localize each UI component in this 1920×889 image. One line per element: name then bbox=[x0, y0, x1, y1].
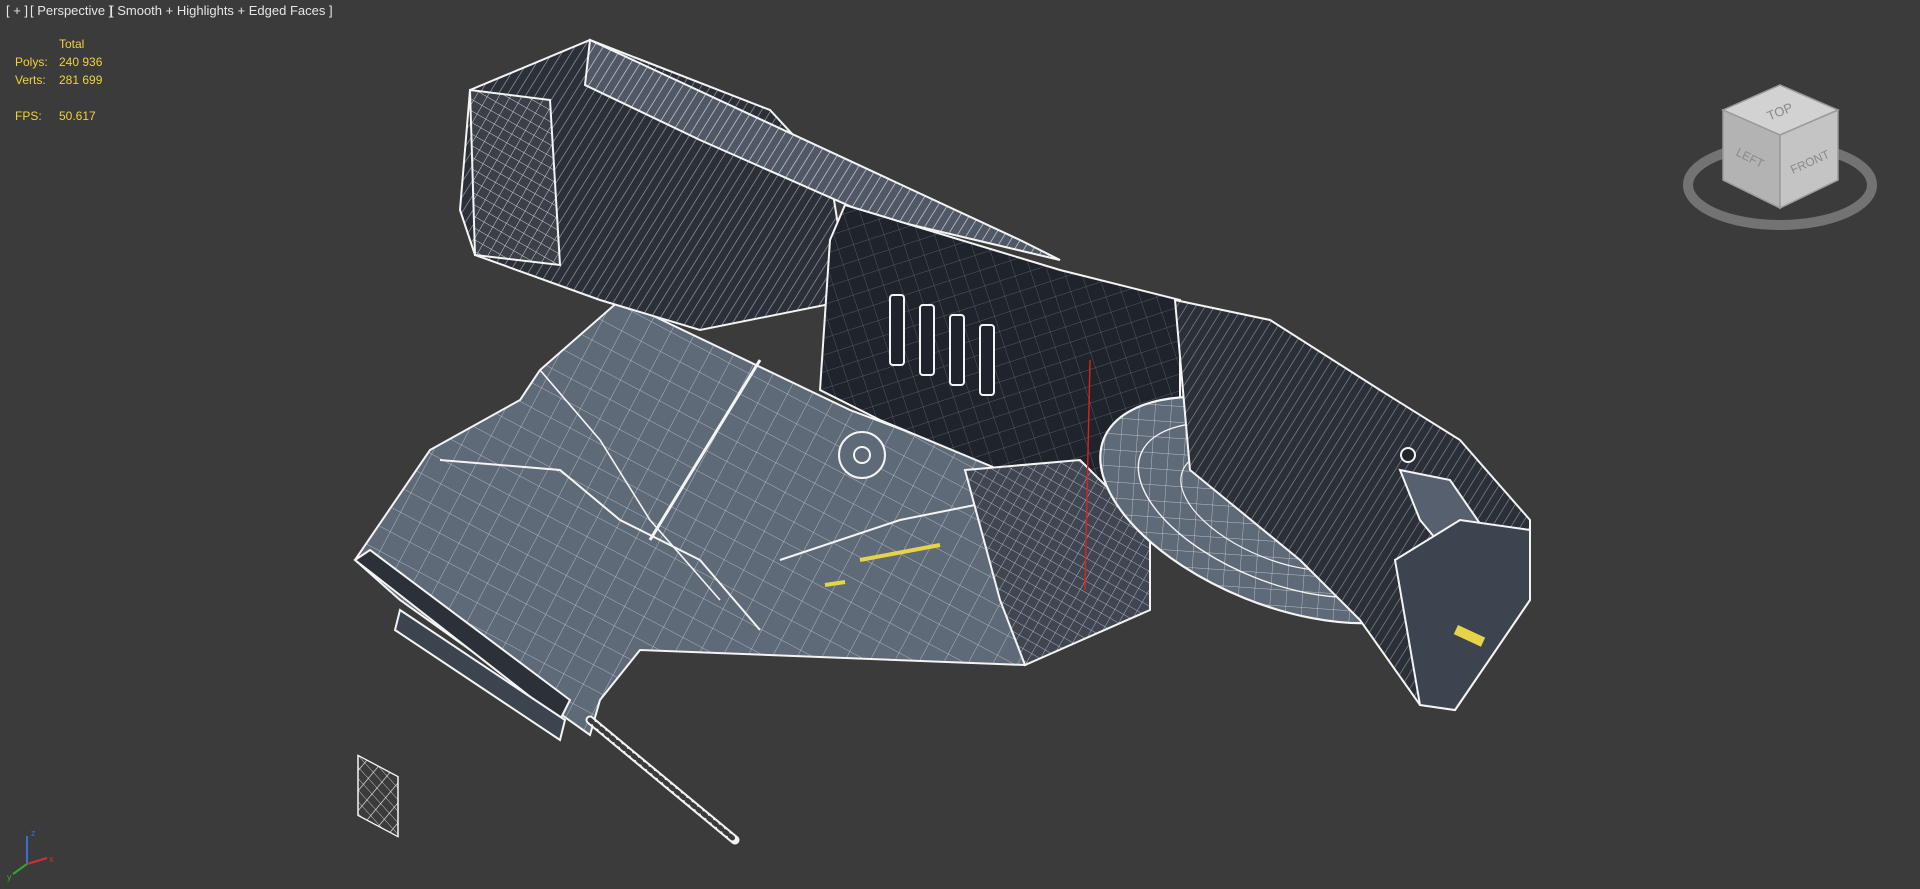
stats-fps-label: FPS: bbox=[15, 109, 42, 123]
cockpit-nose bbox=[1173, 298, 1531, 712]
axis-tripod: z y x bbox=[7, 828, 54, 882]
wing-section bbox=[353, 298, 1027, 737]
wing-front-edge bbox=[353, 548, 572, 838]
viewport-menu-shading[interactable]: [ Smooth + Highlights + Edged Faces ] bbox=[110, 3, 333, 18]
x-axis-label: x bbox=[49, 854, 54, 864]
gun-barrel bbox=[585, 715, 740, 845]
stats-polys-value: 240 936 bbox=[59, 55, 103, 69]
stats-polys-label: Polys: bbox=[15, 55, 48, 69]
stats-total-header: Total bbox=[59, 37, 85, 51]
upper-hull-section bbox=[458, 38, 1061, 332]
pivot-line bbox=[1084, 359, 1091, 591]
central-hull bbox=[818, 203, 1181, 667]
viewport-menu-perspective[interactable]: [ Perspective ] bbox=[30, 3, 113, 18]
x-axis-line bbox=[26, 857, 48, 865]
stats-verts-label: Verts: bbox=[15, 73, 46, 87]
stats-verts-value: 281 699 bbox=[59, 73, 103, 87]
stats-fps-value: 50.617 bbox=[59, 109, 96, 123]
viewcube[interactable]: TOP LEFT FRONT bbox=[1680, 80, 1880, 260]
viewport-menu-plus[interactable]: [ + ] bbox=[6, 3, 29, 18]
viewcube-front-face[interactable] bbox=[1779, 108, 1839, 210]
y-axis-label: y bbox=[7, 872, 12, 882]
y-axis-line bbox=[12, 863, 28, 875]
z-axis-label: z bbox=[31, 828, 36, 838]
